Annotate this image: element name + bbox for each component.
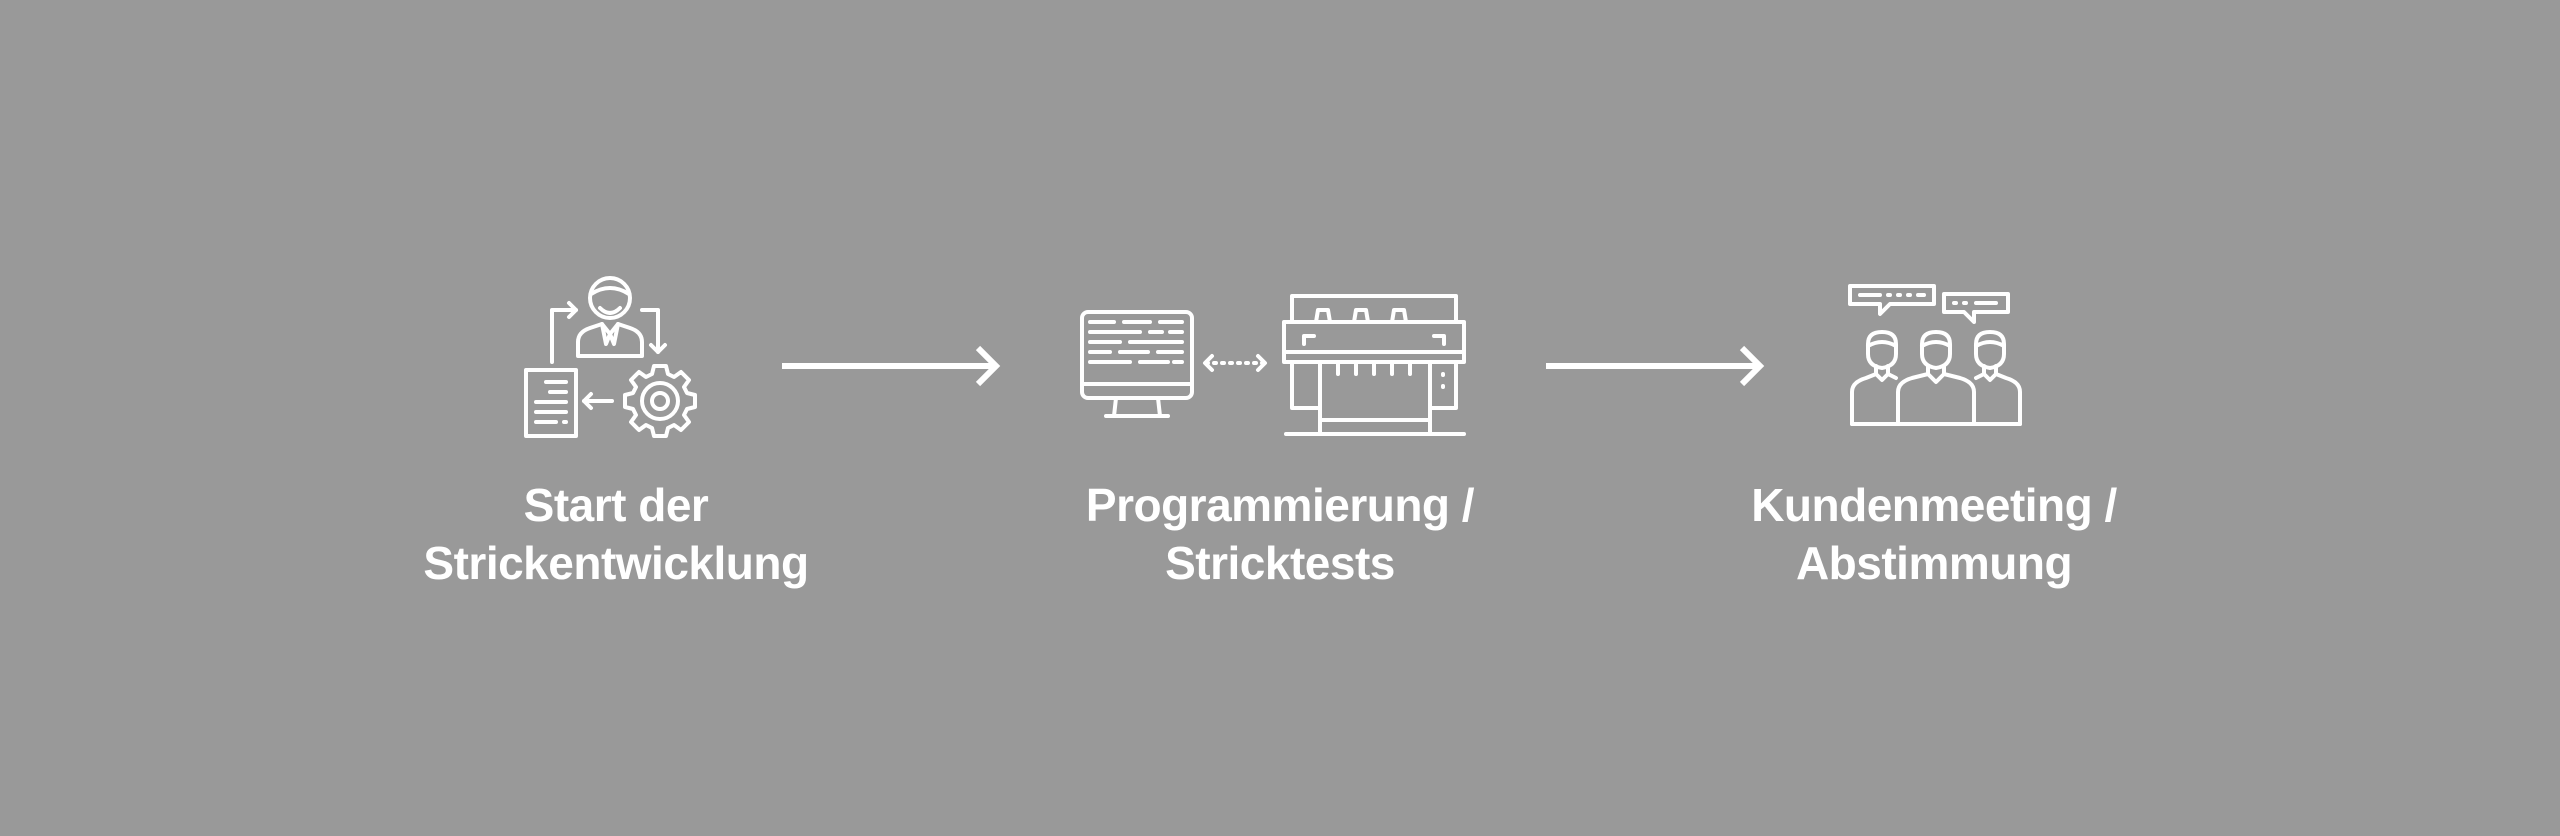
step-2-label-line-2: Stricktests: [1165, 537, 1395, 589]
developer-with-gear-and-document-icon: [524, 276, 697, 438]
step-1-label: Start der Strickentwicklung: [316, 476, 916, 592]
computer-and-knitting-machine-icon: [1080, 294, 1466, 436]
step-3-label-line-1: Kundenmeeting /: [1751, 479, 2117, 531]
step-3-label-line-2: Abstimmung: [1795, 537, 2073, 589]
flow-arrow-2: [1546, 345, 1765, 387]
customer-meeting-group-icon: [1848, 284, 2022, 426]
step-1-label-line-2: Strickentwicklung: [423, 537, 809, 589]
step-2-label-line-1: Programmierung /: [1085, 479, 1475, 531]
step-2-label: Programmierung / Stricktests: [980, 476, 1580, 592]
flow-arrow-1: [782, 345, 1001, 387]
step-3-label: Kundenmeeting / Abstimmung: [1634, 476, 2234, 592]
step-1-label-line-1: Start der: [523, 479, 709, 531]
